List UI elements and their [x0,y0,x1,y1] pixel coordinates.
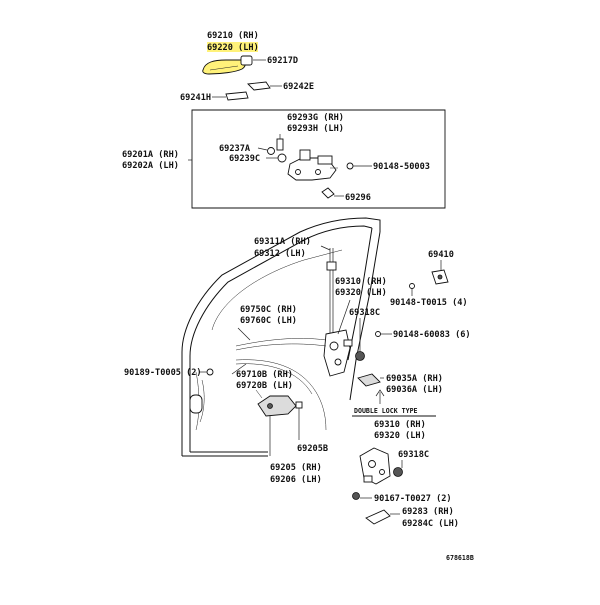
label-69205b: 69205B [297,444,328,454]
lock-cover-69283 [365,509,391,525]
label-90148-60083: 90148-60083 (6) [393,330,471,340]
handle-frame-box [191,109,446,209]
label-69320-lh-b: 69320 (LH) [374,431,426,441]
label-69318c: 69318C [349,308,380,318]
label-69320-lh: 69320 (LH) [335,288,387,298]
handle-cap-69217d [240,55,253,66]
inside-handle-part [255,389,303,456]
label-69210-rh: 69210 (RH) [207,31,259,41]
label-69217d: 69217D [267,56,298,66]
inside-handle-69205 [257,395,297,417]
label-90167-t0027: 90167-T0027 (2) [374,494,452,504]
labels: 69210 (RH) 69220 (LH) 69217D 69242E 6924… [122,31,474,562]
label-69311a-rh: 69311A (RH) [254,237,311,247]
screw-90148-60083 [375,331,381,337]
label-69206-lh: 69206 (LH) [270,475,322,485]
cover-69296 [321,187,335,199]
label-90148-50003: 90148-50003 [373,162,430,172]
label-69220-lh: 69220 (LH) [207,43,259,53]
handle-frame-part [188,134,372,199]
label-diagram-id: 678618B [446,554,474,562]
bolt-90148-50003 [346,162,354,170]
striker-part [409,260,449,296]
bolt-90189-part [199,368,214,376]
label-69720b-lh: 69720B (LH) [236,381,293,391]
label-69410: 69410 [428,250,454,260]
label-69241h: 69241H [180,93,211,103]
bolt-90189-t0005 [206,368,214,376]
screw-69205b [295,401,303,409]
lock-cover-part [357,373,384,387]
door-outline [181,217,381,457]
label-69310-rh-b: 69310 (RH) [374,420,426,430]
cables-part [231,327,327,431]
screw-90167-t0027 [352,492,360,500]
door-inner-grommet [189,394,203,414]
label-69242e: 69242E [283,82,314,92]
highlight-69220 [207,42,258,52]
screw-69237a [267,147,275,155]
label-69205-rh: 69205 (RH) [270,463,322,473]
label-69293h-lh: 69293H (LH) [287,124,344,134]
grommet-69318c-b [393,467,403,477]
label-69312-lh: 69312 (LH) [254,249,306,259]
label-69296: 69296 [345,193,371,203]
grommet-69318c [355,351,365,361]
label-69237a: 69237A [219,144,251,154]
label-69750c-rh: 69750C (RH) [240,305,297,315]
label-69710b-rh: 69710B (RH) [236,370,293,380]
label-69318c-b: 69318C [398,450,429,460]
label-69293g-rh: 69293G (RH) [287,113,344,123]
seal-69239c [277,153,287,163]
label-69201a-rh: 69201A (RH) [122,150,179,160]
window-channel-part [320,245,337,336]
double-lock-group [352,389,436,525]
outside-handle [202,59,246,75]
label-69760c-lh: 69760C (LH) [240,316,297,326]
label-69283-rh: 69283 (RH) [402,507,454,517]
handle-pad-69242e [247,81,271,91]
screw-90148-t0015 [409,283,415,289]
label-69035a-rh: 69035A (RH) [386,374,443,384]
label-90148-t0015: 90148-T0015 (4) [390,298,468,308]
outside-handle-part [202,42,282,101]
label-69036a-lh: 69036A (LH) [386,385,443,395]
lock-assembly-part [323,299,392,377]
label-90189-t0005: 90189-T0005 (2) [124,368,202,378]
label-69202a-lh: 69202A (LH) [122,161,179,171]
label-69239c: 69239C [229,154,260,164]
label-69284c-lh: 69284C (LH) [402,519,459,529]
door-lock-69310 [323,329,351,377]
clip-69293g [276,138,284,151]
handle-pad-69241h [225,91,249,101]
label-69310-rh: 69310 (RH) [335,277,387,287]
lock-cover-69035a [357,373,381,387]
label-double-lock-type: DOUBLE LOCK TYPE [354,407,418,415]
